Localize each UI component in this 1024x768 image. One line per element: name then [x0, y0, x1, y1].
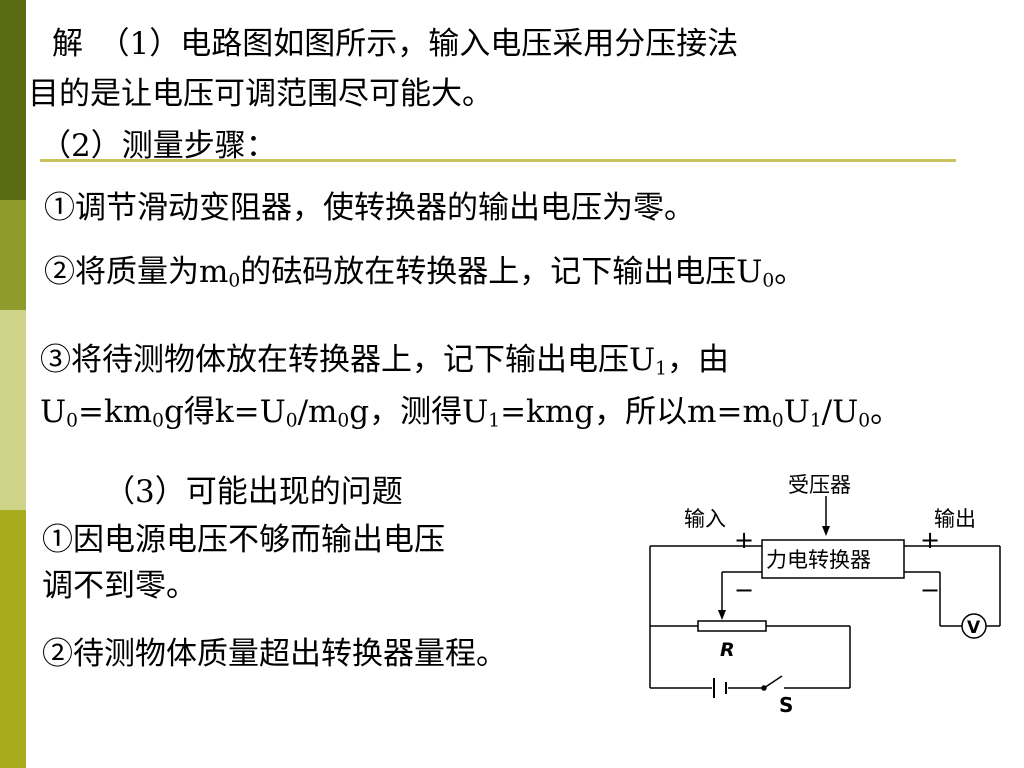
switch-icon: [763, 675, 783, 689]
heading-underline: [40, 159, 956, 162]
output-minus-sign: −: [920, 576, 940, 604]
input-minus-sign: −: [734, 576, 754, 604]
input-label: 输入: [684, 507, 726, 531]
pressure-arrow-head: [822, 526, 830, 536]
output-plus-sign: +: [920, 526, 940, 554]
decorative-side-bar: [0, 0, 26, 768]
voltmeter-icon: [961, 613, 987, 639]
side-bar-segment-olive: [0, 510, 26, 768]
resistor-icon: [697, 620, 767, 632]
problem2: ②待测物体质量超出转换器量程。: [42, 636, 507, 672]
part2-heading: （2）测量步骤：: [40, 128, 277, 164]
switch-label: S: [779, 693, 793, 717]
switch-pivot: [761, 685, 767, 691]
problem1-line1: ①因电源电压不够而输出电压: [42, 522, 445, 558]
part3-heading: （3）可能出现的问题: [104, 474, 403, 510]
problem1-line2: 调不到零。: [42, 568, 197, 604]
slider-arrow-head: [718, 610, 726, 620]
converter-label: 力电转换器: [766, 548, 871, 572]
part1-line2: 目的是让电压可调范围尽可能大。: [28, 76, 493, 112]
step3-line1: ③将待测物体放在转换器上，记下输出电压U1，由: [40, 342, 729, 380]
part1-line1: 解 （1）电路图如图所示，输入电压采用分压接法: [52, 26, 739, 62]
pressure-label: 受压器: [788, 473, 851, 497]
step1: ①调节滑动变阻器，使转换器的输出电压为零。: [44, 190, 695, 226]
output-label: 输出: [934, 507, 976, 531]
converter-box: [761, 539, 905, 579]
side-bar-segment-light: [0, 310, 26, 510]
circuit-diagram: 受压器 输入 输出 力电转换器 + − + − R V S: [649, 473, 1001, 717]
side-bar-segment-dark: [0, 0, 26, 200]
step2: ②将质量为m0的砝码放在转换器上，记下输出电压U0。: [44, 254, 806, 292]
input-plus-sign: +: [734, 526, 754, 554]
side-bar-segment-mid: [0, 200, 26, 310]
step3-line2: U0=km0g得k=U0/m0g，测得U1=kmg，所以m=m0U1/U0。: [40, 394, 902, 432]
resistor-label: R: [720, 639, 735, 661]
voltmeter-label: V: [967, 618, 981, 638]
